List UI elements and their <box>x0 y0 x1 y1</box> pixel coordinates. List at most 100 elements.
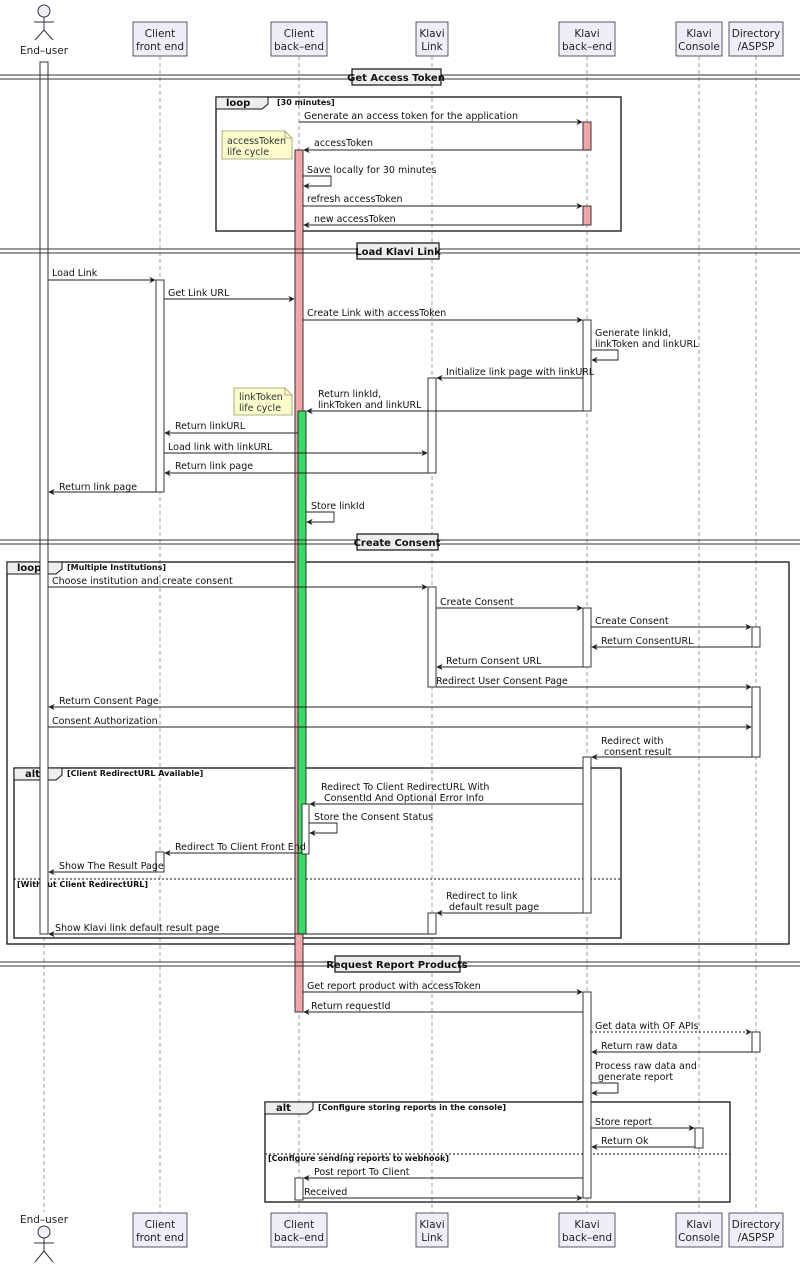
message-label: Get data with OF APIs <box>595 1021 699 1032</box>
klavi-back-end-activation <box>582 756 592 914</box>
klavi-console-label-1: Klavi <box>686 28 711 40</box>
message-label: Return linkURL <box>175 421 246 432</box>
directory-activation <box>751 686 761 758</box>
klavi-back-end-activation <box>582 991 592 1199</box>
directory-box-bottom: Directory /ASPSP <box>728 1212 784 1248</box>
klavi-back-end-activation <box>582 205 592 226</box>
message-label: Show The Result Page <box>59 861 164 872</box>
client-back-end-activation <box>294 1177 304 1201</box>
klavi-link-label-2: Link <box>421 1232 443 1244</box>
klavi-back-end-label-2: back–end <box>562 1232 612 1244</box>
klavi-back-end-activation <box>582 607 592 668</box>
message-label: generate report <box>598 1072 673 1083</box>
message-label: Redirect User Consent Page <box>436 676 568 687</box>
notes: accessToken life cycle linkToken life cy… <box>221 130 293 416</box>
message-label: Create Link with accessToken <box>307 308 446 319</box>
klavi-back-end-activation <box>582 121 592 151</box>
message-label: Redirect To Client Front End <box>175 842 306 853</box>
klavi-console-box-bottom: Klavi Console <box>675 1212 723 1248</box>
self-message-arrow <box>591 1082 619 1097</box>
self-message-arrow <box>309 822 338 837</box>
klavi-console-label-2: Console <box>678 41 720 53</box>
alt-frame-reports: alt [Configure storing reports in the co… <box>264 1101 731 1203</box>
note-line-1: accessToken <box>227 136 286 147</box>
end-user-actor-top: End–user <box>20 4 69 57</box>
note-line-2: life cycle <box>239 403 281 414</box>
message-label: linkToken and linkURL <box>595 339 699 350</box>
end-user-label: End–user <box>20 45 69 57</box>
message-label: Redirect with <box>601 736 663 747</box>
divider-label: Load Klavi Link <box>355 247 441 258</box>
message-label: Return Consent Page <box>59 696 159 707</box>
klavi-console-label-2: Console <box>678 1232 720 1244</box>
klavi-link-activation <box>427 912 437 935</box>
klavi-back-end-box-bottom: Klavi back–end <box>558 1212 616 1248</box>
message-label: Generate linkId, <box>595 328 671 339</box>
client-front-end-label-1: Client <box>145 28 175 40</box>
message-label: Save locally for 30 minutes <box>307 165 436 176</box>
message-label: Store report <box>595 1117 652 1128</box>
client-back-end-box-top: Client back–end <box>270 21 328 57</box>
client-back-end-label-1: Client <box>284 1219 314 1231</box>
alt-condition: [Client RedirectURL Available] <box>67 769 203 778</box>
klavi-console-activation <box>694 1127 704 1149</box>
klavi-back-end-activation <box>582 319 592 412</box>
message-label: new accessToken <box>314 214 396 225</box>
klavi-link-box-bottom: Klavi Link <box>415 1212 449 1248</box>
divider-load-klavi-link: Load Klavi Link <box>0 242 800 260</box>
link-token-life-cycle-activation <box>297 410 307 935</box>
klavi-link-label-1: Klavi <box>419 1219 444 1231</box>
alt-keyword: alt <box>25 769 40 780</box>
message-label: Get Link URL <box>168 288 230 299</box>
klavi-link-label-1: Klavi <box>419 28 444 40</box>
klavi-link-activation <box>427 586 437 688</box>
loop-keyword: loop <box>17 563 41 574</box>
directory-label-2: /ASPSP <box>738 41 775 53</box>
self-message-arrow <box>591 349 619 364</box>
message-label: Return link page <box>175 461 253 472</box>
loop-condition: [Multiple Institutions] <box>67 563 166 572</box>
directory-activation <box>751 1031 761 1053</box>
directory-label-1: Directory <box>732 1219 780 1231</box>
divider-create-consent: Create Consent <box>0 533 800 551</box>
client-front-end-activation <box>155 279 165 493</box>
lifelines <box>43 56 757 1212</box>
message-label: Return link page <box>59 482 137 493</box>
activations <box>39 61 761 1201</box>
message-label: Process raw data and <box>595 1061 697 1072</box>
message-label: Create Consent <box>595 616 669 627</box>
client-back-end-activation <box>301 803 310 855</box>
alt-keyword: alt <box>276 1103 291 1114</box>
klavi-back-end-box-top: Klavi back–end <box>558 21 616 57</box>
message-label: Redirect to link <box>446 891 518 902</box>
message-label: Post report To Client <box>314 1167 410 1178</box>
client-front-end-box-bottom: Client front end <box>132 1212 188 1248</box>
client-back-end-label-2: back–end <box>274 1232 324 1244</box>
message-label: Return linkId, <box>318 389 381 400</box>
message-label: Redirect To Client RedirectURL With <box>321 782 489 793</box>
loop-keyword: loop <box>226 98 250 109</box>
note-line-2: life cycle <box>227 147 269 158</box>
divider-request-report: Request Report Products <box>0 955 800 973</box>
message-label: Load link with linkURL <box>168 442 273 453</box>
frames: loop [30 minutes] loop [Multiple Institu… <box>6 96 790 1203</box>
directory-activation <box>751 626 761 648</box>
divider-label: Create Consent <box>354 538 441 549</box>
client-front-end-label-2: front end <box>136 41 184 53</box>
participants-bottom: End–user Client front end Client back–en… <box>20 1212 784 1263</box>
klavi-link-box-top: Klavi Link <box>415 21 449 57</box>
klavi-link-label-2: Link <box>421 41 443 53</box>
client-front-end-label-1: Client <box>145 1219 175 1231</box>
alt-condition: [Configure storing reports in the consol… <box>318 1103 506 1112</box>
message-label: refresh accessToken <box>307 194 402 205</box>
klavi-back-end-label-2: back–end <box>562 41 612 53</box>
message-label: Store linkId <box>311 501 365 512</box>
message-label: Received <box>304 1187 347 1198</box>
message-label: Return Consent URL <box>446 656 542 667</box>
section-dividers: Get Access Token Load Klavi Link Create … <box>0 68 800 973</box>
messages: Generate an access token for the applica… <box>48 111 752 1202</box>
message-label: Generate an access token for the applica… <box>304 111 518 122</box>
client-back-end-label-1: Client <box>284 28 314 40</box>
self-message-arrow <box>306 511 335 526</box>
